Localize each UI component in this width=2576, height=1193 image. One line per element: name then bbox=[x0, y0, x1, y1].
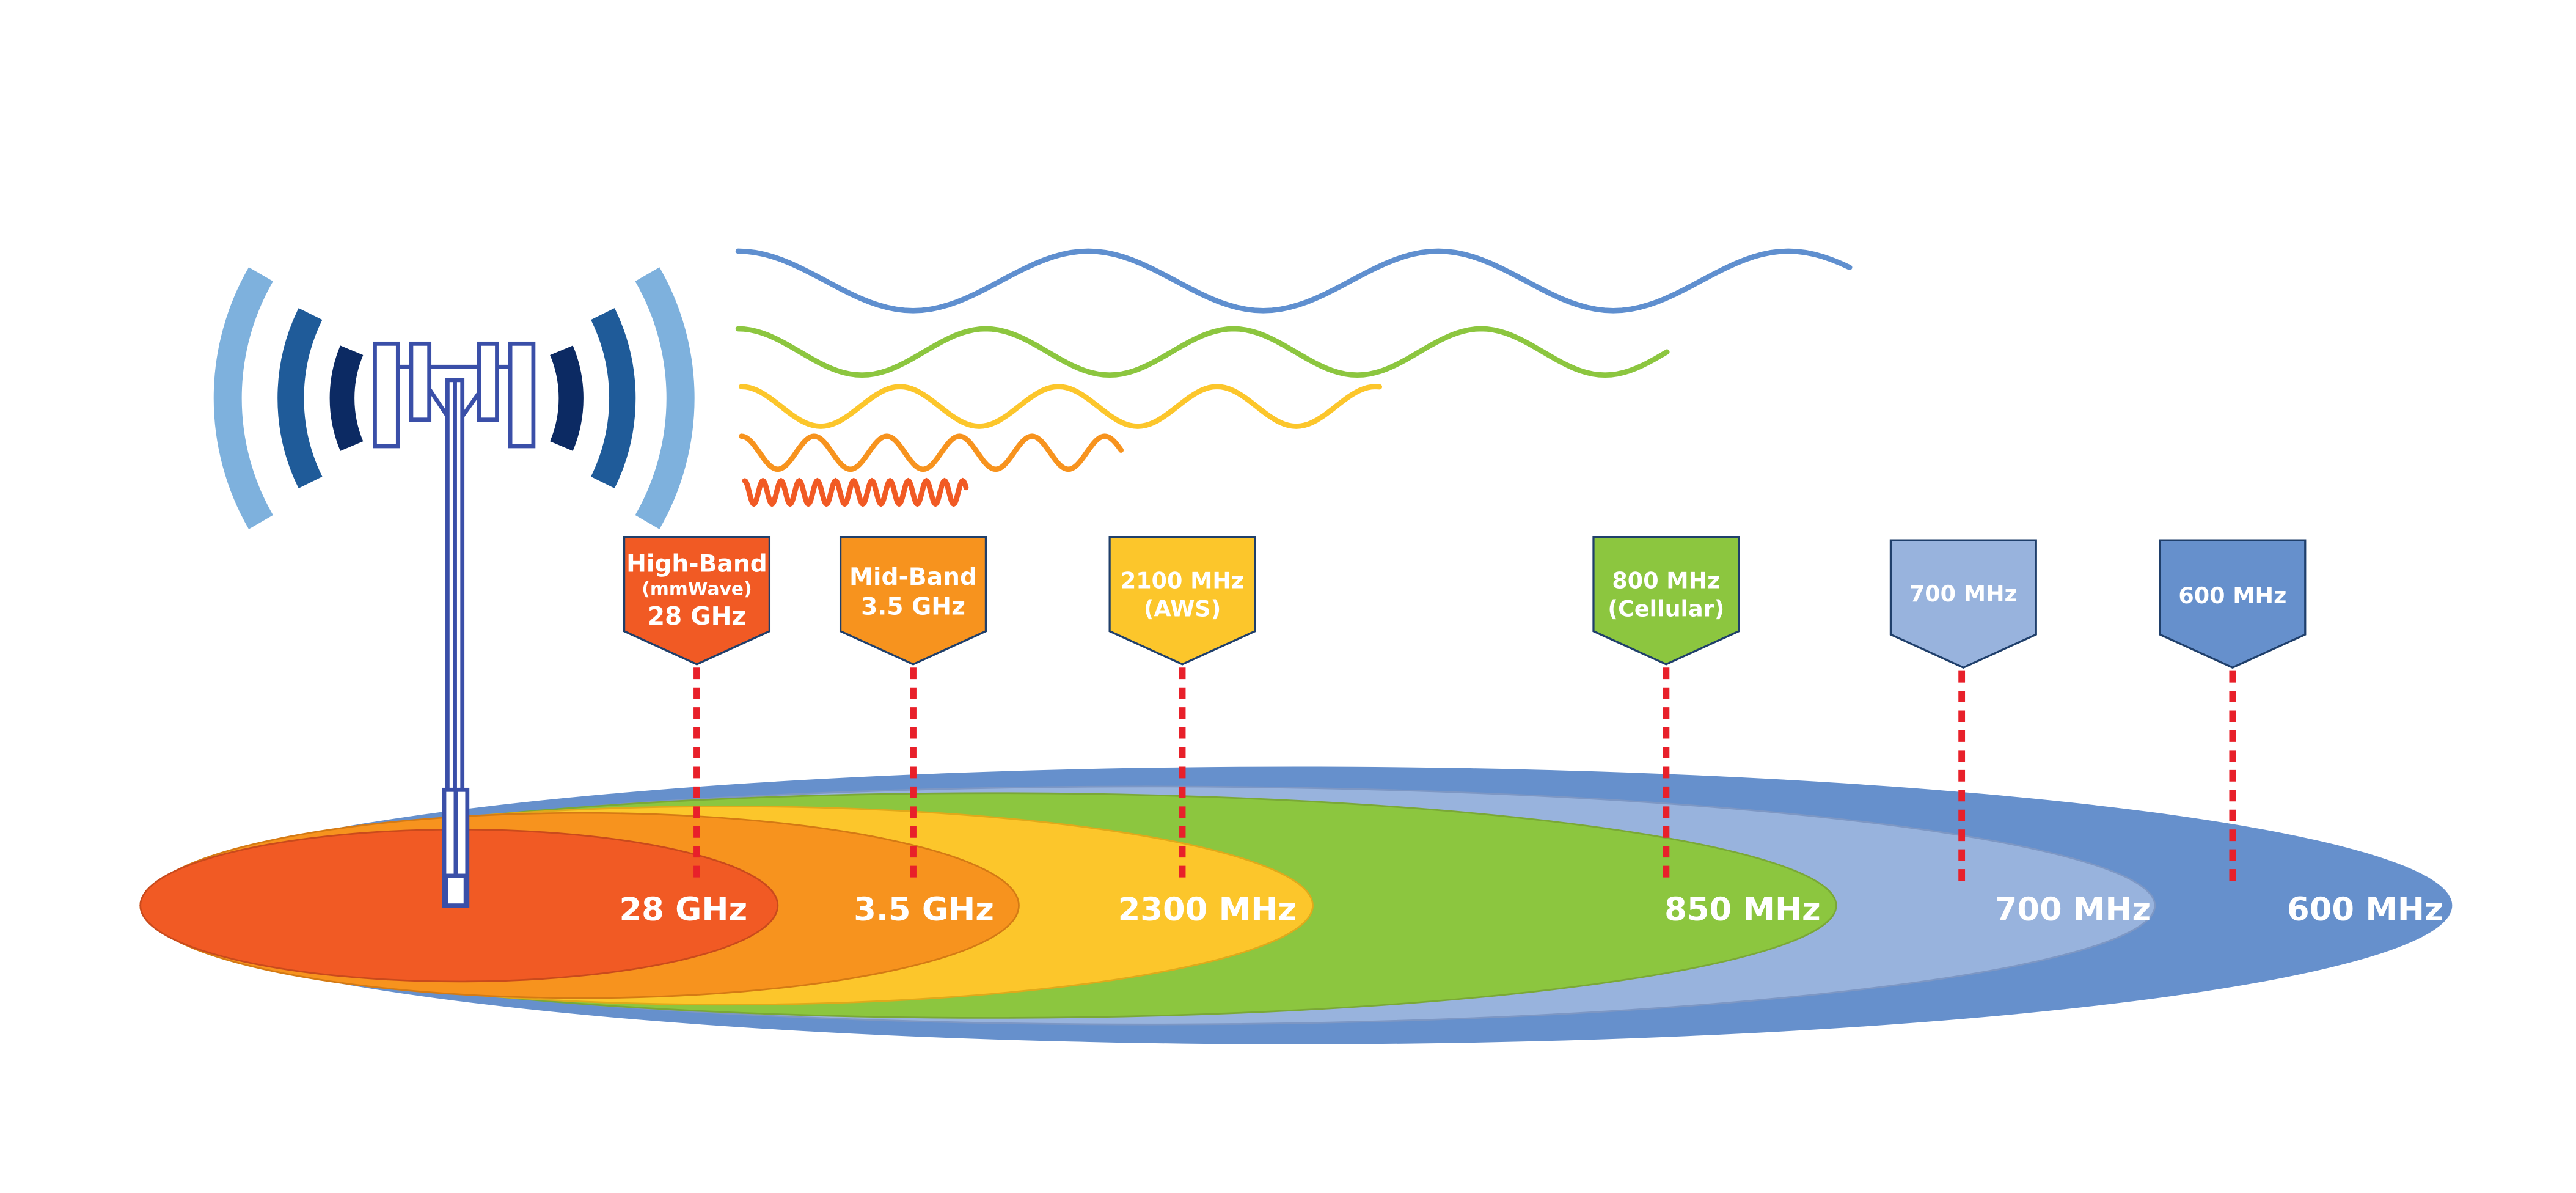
broadcast-signal-icon bbox=[213, 267, 695, 529]
coverage-label-28ghz: 28 GHz bbox=[619, 891, 747, 928]
coverage-label-850mhz: 850 MHz bbox=[1664, 891, 1821, 928]
flag-label-line: 800 MHz bbox=[1612, 567, 1720, 593]
flag-600: 600 MHz bbox=[2159, 539, 2307, 669]
coverage-labels: 28 GHz 3.5 GHz 2300 MHz 850 MHz 700 MHz … bbox=[619, 891, 2443, 928]
wave-850mhz bbox=[735, 326, 1670, 378]
flag-700: 700 MHz bbox=[1889, 539, 2037, 669]
signal-arc-left-outer bbox=[213, 267, 273, 529]
cell-tower-icon bbox=[373, 341, 536, 908]
signal-arc-left-middle bbox=[277, 308, 323, 489]
coverage-label-700mhz: 700 MHz bbox=[1995, 891, 2151, 928]
flag-shape bbox=[2159, 539, 2307, 669]
signal-arc-left-inner bbox=[329, 345, 364, 451]
flag-high-band: High-Band (mmWave) 28 GHz bbox=[623, 536, 771, 666]
tower-base-foot bbox=[444, 873, 468, 908]
antenna-panel-3 bbox=[477, 341, 499, 422]
wavelength-waves bbox=[735, 248, 1853, 507]
coverage-label-2300mhz: 2300 MHz bbox=[1118, 891, 1297, 928]
coverage-label-600mhz: 600 MHz bbox=[2287, 891, 2443, 928]
flag-cellular: 800 MHz (Cellular) bbox=[1592, 536, 1740, 666]
antenna-panel-2 bbox=[409, 341, 432, 422]
flag-aws: 2100 MHz (AWS) bbox=[1108, 536, 1256, 666]
antenna-panel-1 bbox=[373, 341, 400, 449]
signal-arc-right-inner bbox=[550, 345, 584, 451]
flag-label-line: 28 GHz bbox=[648, 601, 746, 631]
frequency-connectors bbox=[693, 667, 2236, 886]
signal-arc-right-middle bbox=[590, 308, 636, 489]
flag-label-line: Mid-Band bbox=[849, 563, 977, 591]
flag-label-line: 3.5 GHz bbox=[861, 593, 965, 621]
coverage-label-3-5ghz: 3.5 GHz bbox=[854, 891, 994, 928]
wave-2100mhz bbox=[739, 384, 1383, 429]
flag-label-line: 2100 MHz bbox=[1121, 567, 1244, 593]
flag-label-line: (AWS) bbox=[1144, 595, 1221, 622]
flag-shape bbox=[623, 536, 771, 666]
flag-label-line: High-Band bbox=[626, 550, 767, 578]
flag-label-line: (mmWave) bbox=[642, 578, 752, 600]
signal-arc-right-outer bbox=[635, 267, 695, 529]
wave-600mhz bbox=[735, 248, 1853, 314]
flag-label-line: (Cellular) bbox=[1608, 595, 1724, 622]
flag-shape bbox=[1592, 536, 1740, 666]
flag-shape bbox=[1108, 536, 1256, 666]
flag-label-line: 600 MHz bbox=[2178, 582, 2286, 609]
wave-28ghz bbox=[742, 477, 969, 507]
flag-shape bbox=[839, 536, 987, 666]
flag-label-line: 700 MHz bbox=[1909, 581, 2018, 607]
antenna-panel-4 bbox=[508, 341, 536, 449]
flag-mid-band: Mid-Band 3.5 GHz bbox=[839, 536, 987, 666]
wave-3-5ghz bbox=[739, 433, 1124, 472]
flag-shape bbox=[1889, 539, 2037, 669]
